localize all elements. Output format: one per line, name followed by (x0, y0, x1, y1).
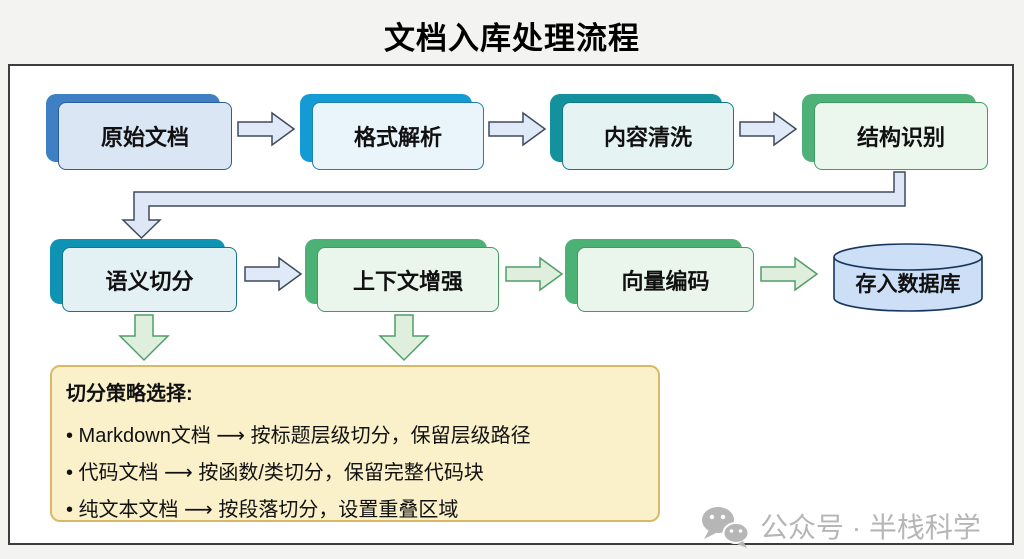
right-arrow-icon (488, 111, 547, 147)
strategy-note-box: 切分策略选择: • Markdown文档 ⟶ 按标题层级切分，保留层级路径 • … (50, 365, 660, 522)
node-database-store: 存入数据库 (832, 242, 984, 312)
node-label: 存入数据库 (855, 273, 961, 296)
strategy-heading: 切分策略选择: (66, 383, 193, 405)
node-label: 上下文增强 (317, 247, 499, 312)
node-label: 语义切分 (62, 247, 237, 312)
page-title: 文档入库处理流程 (384, 21, 640, 56)
node-structure-detect: 结构识别 (802, 94, 988, 170)
strategy-item-code: • 代码文档 ⟶ 按函数/类切分，保留完整代码块 (66, 462, 484, 484)
node-content-clean: 内容清洗 (550, 94, 734, 170)
node-label: 向量编码 (577, 247, 754, 312)
down-arrow-icon (118, 314, 170, 362)
right-arrow-icon (237, 111, 296, 147)
node-label: 结构识别 (814, 102, 988, 170)
flow-diagram-canvas: 原始文档 格式解析 内容清洗 结构识别 语义切分 上下文增强 向量编码 (8, 64, 1014, 548)
node-context-enhance: 上下文增强 (305, 239, 499, 312)
node-label: 内容清洗 (562, 102, 734, 170)
right-arrow-icon (739, 111, 798, 147)
watermark: 公众号 · 半栈科学 (700, 504, 981, 548)
node-raw-document: 原始文档 (46, 94, 232, 170)
strategy-item-plaintext: • 纯文本文档 ⟶ 按段落切分，设置重叠区域 (66, 499, 459, 521)
right-arrow-icon (760, 256, 819, 292)
right-arrow-icon (505, 256, 564, 292)
database-cylinder-icon (833, 243, 983, 312)
right-arrow-icon (244, 256, 303, 292)
node-vector-encode: 向量编码 (565, 239, 754, 312)
down-arrow-icon (378, 314, 430, 362)
watermark-text: 公众号 · 半栈科学 (760, 512, 981, 543)
node-label: 原始文档 (58, 102, 232, 170)
node-semantic-split: 语义切分 (50, 239, 237, 312)
strategy-item-markdown: • Markdown文档 ⟶ 按标题层级切分，保留层级路径 (66, 425, 531, 447)
node-label: 格式解析 (312, 102, 484, 170)
wechat-icon (702, 507, 750, 548)
node-format-parse: 格式解析 (300, 94, 484, 170)
